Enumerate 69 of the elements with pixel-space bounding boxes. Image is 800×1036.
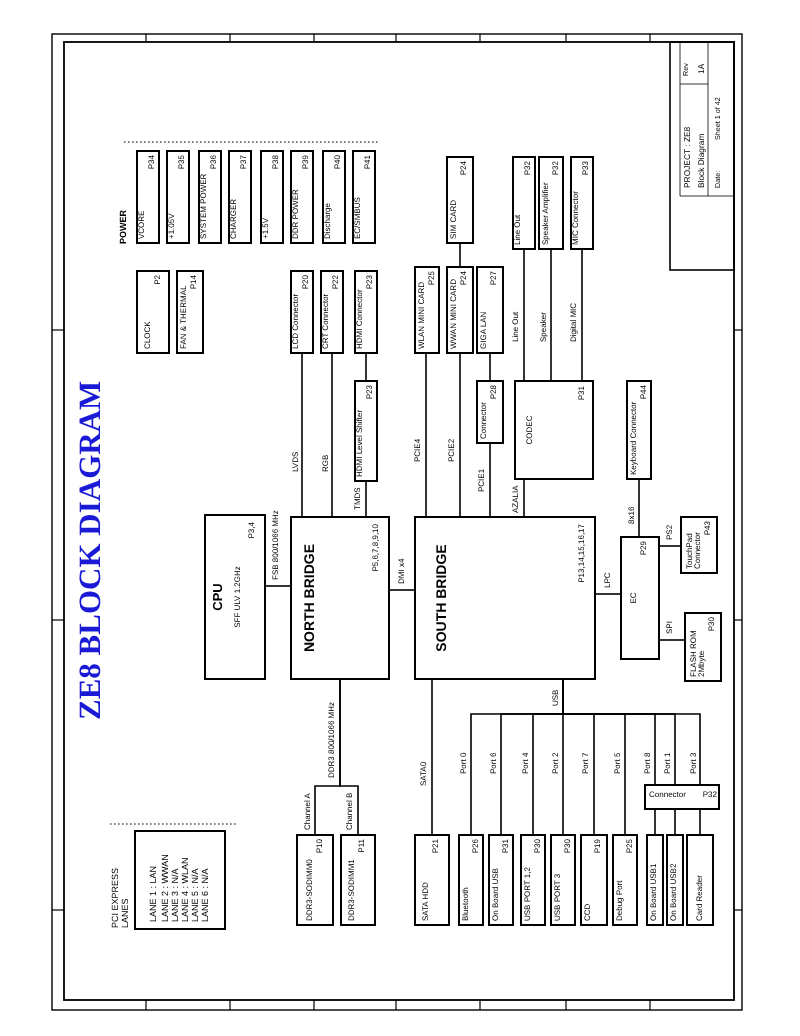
card-slot-box: [446, 266, 474, 354]
connector-line: [550, 249, 552, 381]
chip-box: [620, 536, 660, 660]
connector-line: [581, 249, 583, 381]
chip-box: [354, 380, 378, 482]
power-block-box: [198, 150, 222, 244]
connector-line: [638, 479, 640, 537]
connector-box: [476, 380, 504, 444]
connector-line: [562, 679, 701, 785]
chipset-block: [290, 516, 390, 680]
connector-box: [290, 270, 314, 354]
chip-box: [136, 270, 170, 354]
connector-line: [699, 809, 701, 835]
connector-line: [674, 809, 676, 835]
connector-line: [365, 353, 367, 381]
connector-line: [265, 585, 291, 587]
power-block-box: [290, 150, 314, 244]
connector-line: [523, 479, 525, 517]
chip-box: [176, 270, 204, 354]
device-box: [580, 834, 608, 926]
connector-box: [320, 270, 344, 354]
connector-box: [644, 784, 720, 810]
connector-line: [654, 809, 656, 835]
device-box: [612, 834, 638, 926]
power-block-box: [322, 150, 346, 244]
connector-line: [659, 639, 685, 641]
connector-line: [523, 249, 525, 381]
connector-line: [459, 243, 461, 267]
connector-line: [425, 353, 427, 517]
connector-line: [489, 443, 491, 517]
card-slot-box: [446, 156, 474, 244]
chip-box: [514, 380, 594, 480]
connector-box: [354, 270, 378, 354]
chip-box: [684, 612, 722, 682]
connector-box: [680, 516, 718, 574]
device-box: [686, 834, 714, 926]
processor-block: [204, 514, 266, 680]
connector-box: [626, 380, 652, 480]
connector-line: [339, 679, 359, 835]
jack-box: [512, 156, 536, 250]
connector-box: [570, 156, 594, 250]
power-block-box: [352, 150, 376, 244]
chip-box: [538, 156, 564, 250]
device-box: [550, 834, 576, 926]
connector-line: [489, 353, 491, 381]
diagram-title: ZE8 BLOCK DIAGRAM: [74, 380, 109, 720]
power-block-box: [228, 150, 252, 244]
device-box: [458, 834, 484, 926]
connector-line: [431, 679, 433, 835]
power-block-box: [136, 150, 160, 244]
connector-line: [365, 481, 367, 517]
memory-slot-box: [296, 834, 334, 926]
connector-line: [331, 353, 333, 517]
drive-box: [414, 834, 450, 926]
chip-box: [476, 266, 504, 354]
connector-line: [459, 353, 461, 517]
connector-line: [301, 353, 303, 517]
device-box: [646, 834, 664, 926]
connector-line: [659, 545, 681, 547]
chipset-block: [414, 516, 596, 680]
device-box: [666, 834, 684, 926]
memory-slot-box: [340, 834, 376, 926]
power-block-box: [260, 150, 284, 244]
device-box: [520, 834, 546, 926]
card-slot-box: [414, 266, 440, 354]
connector-line: [389, 589, 415, 591]
power-block-box: [166, 150, 190, 244]
device-box: [488, 834, 514, 926]
connector-line: [595, 593, 621, 595]
